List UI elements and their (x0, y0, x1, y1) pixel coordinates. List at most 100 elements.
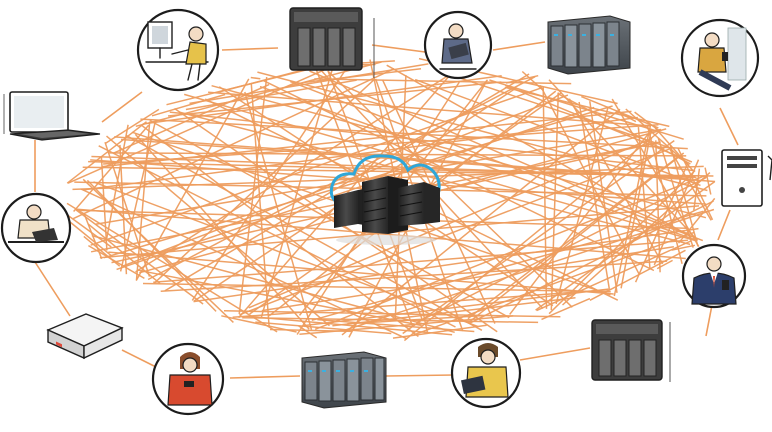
mesh-link (193, 227, 699, 303)
mesh-link (116, 106, 595, 271)
mesh-link (125, 134, 483, 331)
mesh-link (557, 92, 691, 165)
mesh-link (100, 156, 108, 251)
mesh-link (66, 214, 112, 248)
mesh-link (248, 137, 653, 309)
person-with-tablet-icon (423, 10, 493, 80)
mesh-link (589, 249, 686, 301)
mesh-link (505, 74, 539, 84)
mesh-link (509, 133, 649, 315)
mesh-link (104, 108, 160, 145)
mesh-link (309, 70, 691, 236)
mesh-link (223, 310, 561, 318)
mesh-link (141, 125, 419, 338)
connection-mesh (66, 57, 716, 342)
person-with-phone-icon (151, 342, 225, 416)
mesh-link (166, 64, 327, 106)
person-with-phone-icon (680, 18, 760, 98)
mesh-link (637, 127, 651, 270)
mesh-link (239, 147, 671, 316)
mesh-link (386, 64, 692, 238)
mesh-link (521, 70, 543, 91)
mesh-link (75, 209, 204, 305)
mesh-link (149, 119, 510, 319)
mesh-link (656, 259, 673, 270)
mesh-link (413, 231, 695, 336)
mesh-link (671, 244, 696, 251)
mesh-link (91, 155, 697, 179)
mesh-link (611, 98, 700, 247)
mesh-link (250, 76, 261, 80)
businessman-with-phone-icon (681, 243, 747, 309)
mesh-link (261, 245, 675, 312)
mesh-link (135, 61, 382, 128)
mesh-link (113, 83, 270, 154)
mesh-link (536, 240, 692, 312)
mesh-link (167, 81, 502, 117)
person-with-tablet-icon (450, 337, 522, 409)
mesh-link (311, 210, 704, 322)
mesh-link (392, 324, 487, 339)
mesh-link (66, 121, 147, 184)
mesh-link (669, 149, 712, 221)
person-at-laptop-icon (0, 192, 72, 264)
router-box-icon (46, 313, 124, 360)
mesh-link (108, 251, 614, 295)
desktop-tower-icon (721, 149, 772, 207)
mesh-link (332, 297, 576, 327)
mesh-link (147, 76, 536, 281)
mesh-link (83, 235, 121, 267)
mesh-link (654, 127, 694, 172)
mesh-link (467, 156, 679, 320)
mesh-link (613, 124, 652, 297)
mesh-link (77, 208, 686, 260)
mesh-link (140, 118, 688, 150)
mesh-link (467, 152, 685, 324)
mesh-link (153, 78, 376, 284)
mesh-link (93, 181, 479, 328)
mesh-link (581, 95, 659, 129)
server-rack-icon (547, 15, 631, 75)
mesh-link (347, 314, 483, 325)
laptop-icon (3, 91, 101, 141)
mesh-link (114, 136, 692, 180)
mesh-link (95, 128, 662, 226)
mesh-link (119, 144, 128, 275)
cloud-datacenter-icon (329, 154, 441, 245)
mesh-link (183, 93, 697, 242)
mesh-link (153, 239, 688, 284)
mesh-link (142, 282, 611, 293)
mesh-link (655, 140, 661, 273)
mesh-link (620, 128, 653, 289)
mesh-link (83, 116, 638, 191)
node-connectors (34, 41, 739, 379)
mesh-link (68, 220, 114, 258)
mesh-link (134, 133, 310, 330)
mesh-link (151, 93, 226, 117)
mesh-link (122, 94, 569, 267)
mesh-link (303, 288, 611, 327)
mesh-link (550, 92, 560, 311)
mesh-link (548, 79, 699, 242)
person-at-computer-icon (136, 8, 220, 92)
mesh-link (255, 321, 392, 335)
server-rack-icon (301, 351, 387, 409)
mesh-link (221, 315, 297, 333)
mesh-link (250, 83, 270, 327)
mesh-link (402, 139, 675, 335)
nas-storage-icon (591, 319, 671, 382)
mesh-link (169, 111, 694, 172)
mesh-link (208, 91, 651, 127)
mesh-link (259, 85, 695, 241)
mesh-link (142, 75, 502, 125)
mesh-link (82, 178, 234, 323)
mesh-link (634, 164, 688, 283)
mesh-link (304, 68, 422, 84)
mesh-link (102, 110, 632, 168)
mesh-link (179, 111, 691, 246)
nas-storage-icon (289, 7, 375, 78)
mesh-link (260, 67, 334, 318)
mesh-link (535, 180, 716, 311)
mesh-link (341, 108, 621, 336)
